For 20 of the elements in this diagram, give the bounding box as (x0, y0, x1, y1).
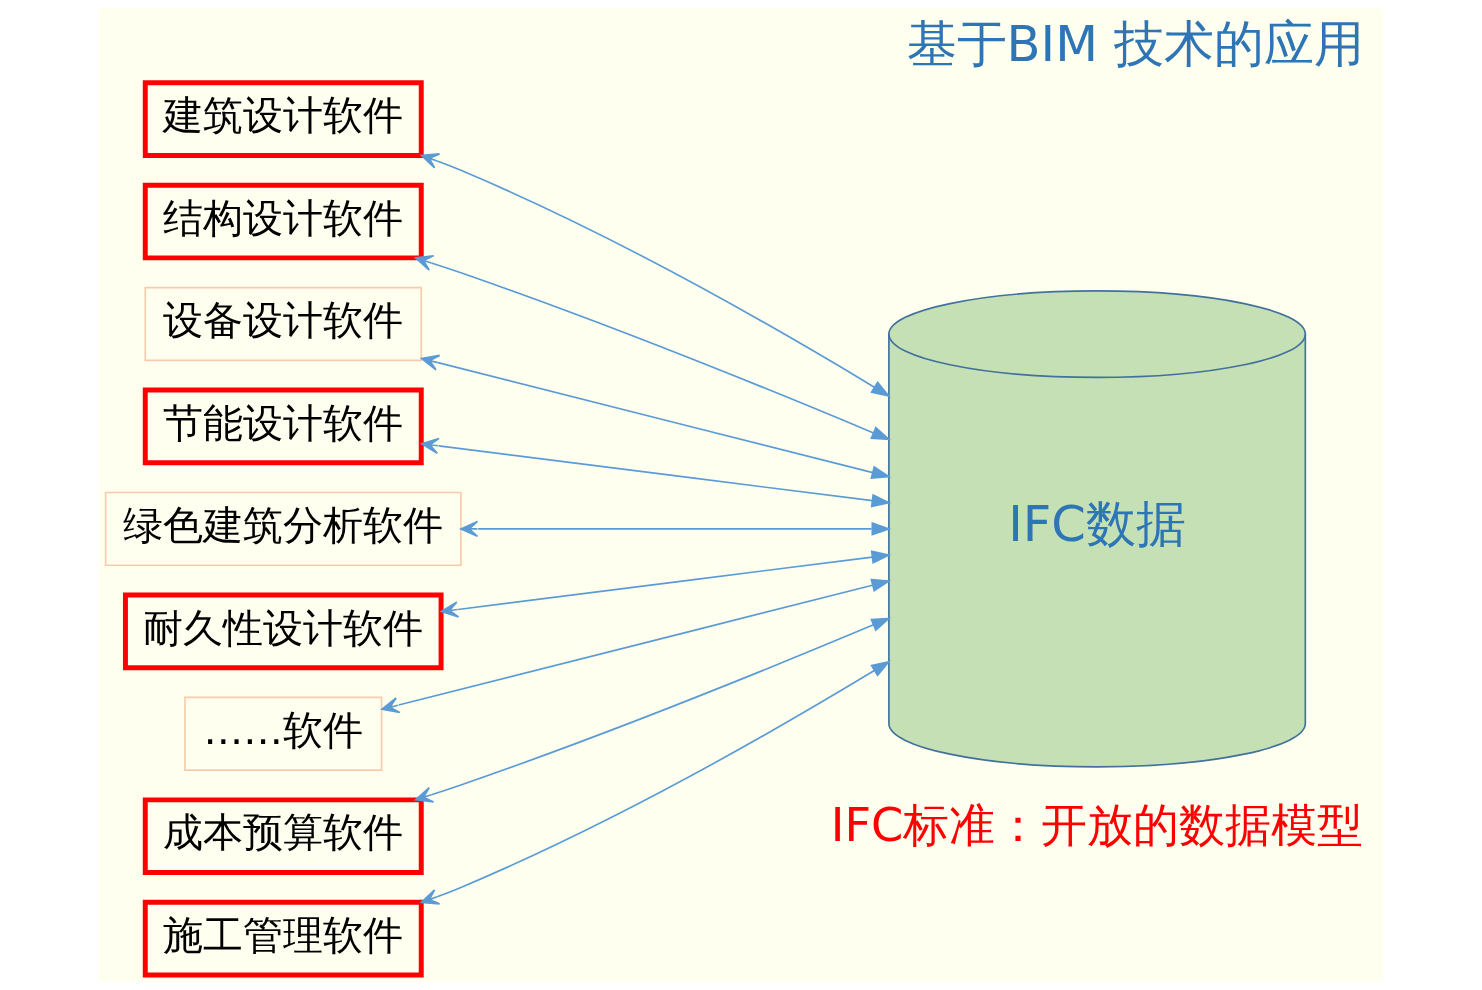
node-box: 建筑设计软件 (142, 80, 424, 158)
arrow (420, 354, 892, 480)
node-box: 设备设计软件 (144, 286, 423, 362)
diagram-title: 基于BIM 技术的应用 (906, 15, 1364, 74)
node-box: ……软件 (184, 696, 383, 771)
arrow (460, 520, 892, 538)
arrow (420, 660, 891, 905)
arrow (420, 153, 891, 398)
node-box: 耐久性设计软件 (122, 592, 444, 671)
arrow (420, 437, 892, 508)
label: IFC标准：开放的数据模型 (830, 798, 1364, 853)
node-box: 结构设计软件 (142, 182, 424, 261)
arrow (414, 617, 892, 803)
node-box: 节能设计软件 (142, 387, 424, 466)
node-box: 施工管理软件 (142, 899, 424, 978)
node-box: 成本预算软件 (142, 797, 424, 876)
node-box: 绿色建筑分析软件 (104, 491, 462, 567)
arrow (440, 550, 892, 618)
arrow (414, 255, 892, 441)
arrow (381, 578, 892, 714)
